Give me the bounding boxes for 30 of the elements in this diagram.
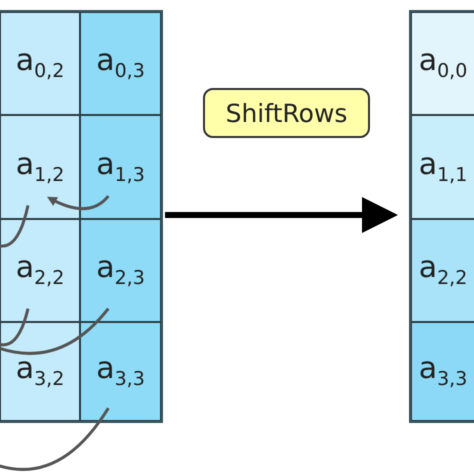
matrix-entry: a$_{0,3}$	[96, 46, 145, 81]
state-matrix	[0, 10, 163, 423]
matrix-entry: a$_{2,2}$	[16, 253, 64, 288]
matrix-cell	[411, 219, 474, 322]
matrix-cell	[80, 12, 161, 115]
matrix-cell	[80, 115, 161, 219]
matrix-entry: a$_{1,3}$	[96, 150, 145, 184]
matrix-entry: a$_{3,2}$	[16, 354, 64, 389]
matrix-cell	[0, 322, 80, 421]
matrix-entry: a$_{1,2}$	[16, 150, 64, 184]
matrix-entry: a$_{1,1}$	[418, 150, 468, 184]
operation-box	[203, 88, 370, 138]
matrix-cell	[0, 219, 80, 322]
matrix-cell	[411, 12, 474, 115]
shift-arrow	[46, 195, 110, 210]
state-matrix	[409, 10, 474, 423]
operation-label: ShiftRows	[226, 100, 348, 126]
matrix-entry: a$_{3,3}$	[96, 354, 145, 389]
matrix-entry: a$_{0,0}$	[418, 46, 468, 81]
matrix-entry: a$_{2,2}$	[418, 253, 468, 288]
matrix-entry: a$_{3,3}$	[418, 354, 468, 389]
matrix-entry: a$_{2,3}$	[96, 253, 145, 288]
matrix-cell	[80, 322, 161, 421]
matrix-cell	[80, 219, 161, 322]
matrix-entry: a$_{0,2}$	[16, 46, 64, 81]
matrix-cell	[411, 322, 474, 421]
arrow	[165, 197, 398, 233]
matrix-cell	[411, 115, 474, 219]
matrix-cell	[0, 115, 80, 219]
matrix-cell	[0, 12, 80, 115]
